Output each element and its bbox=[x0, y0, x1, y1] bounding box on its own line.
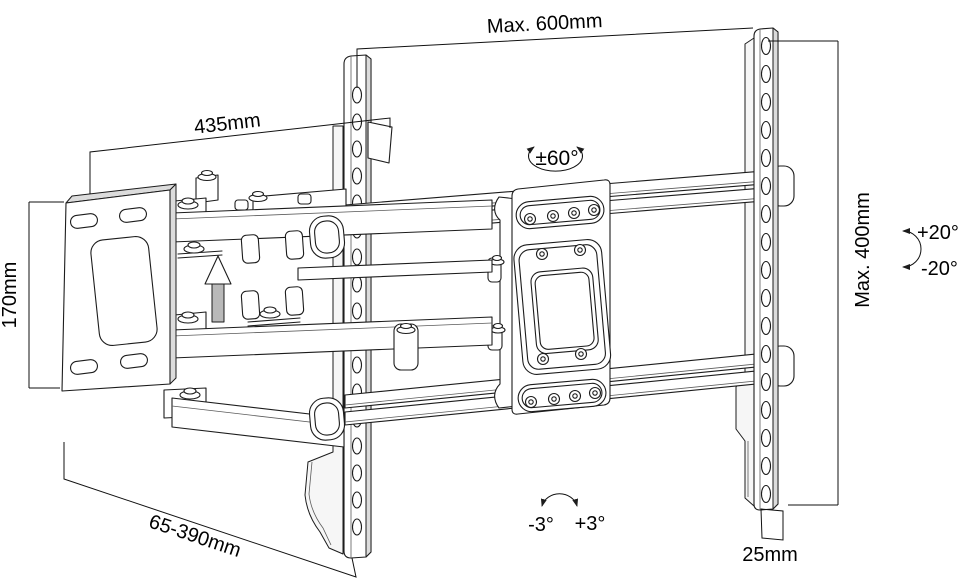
wall-plate-height-label: 170mm bbox=[0, 262, 21, 329]
extension-label: 65-390mm bbox=[146, 511, 244, 562]
rail-top-hook bbox=[367, 121, 393, 164]
dimension-wall-plate-height: 170mm bbox=[0, 201, 64, 389]
rail-depth-label: 25mm bbox=[742, 544, 798, 566]
vesa-top-screws bbox=[523, 203, 601, 226]
up-arrow-icon bbox=[204, 255, 232, 323]
vesa-bottom-slot bbox=[517, 378, 607, 413]
dimension-swivel: ±60° bbox=[526, 146, 585, 172]
dimension-level: -3° +3° bbox=[528, 493, 606, 536]
vesa-bottom-screws bbox=[524, 386, 602, 409]
level-right-label: +3° bbox=[575, 513, 606, 535]
wall-plate-slots bbox=[70, 207, 148, 375]
swivel-label: ±60° bbox=[535, 147, 578, 170]
crossbar-clamp-knobs-left bbox=[308, 215, 346, 441]
right-rail-bracket bbox=[735, 37, 755, 507]
wall-plate-width-label: 435mm bbox=[193, 109, 262, 138]
wall-plate-cutout bbox=[90, 235, 158, 347]
right-rail-holes bbox=[760, 36, 772, 504]
vesa-center-panel bbox=[513, 239, 612, 375]
left-tv-rail bbox=[343, 54, 393, 559]
dimension-max-height: Max. 400mm bbox=[768, 40, 874, 506]
right-tv-rail bbox=[753, 27, 779, 511]
vesa-center-screws bbox=[535, 243, 588, 366]
max-height-label: Max. 400mm bbox=[852, 192, 874, 308]
level-left-label: -3° bbox=[528, 514, 554, 536]
dimension-max-width: Max. 600mm bbox=[356, 10, 754, 88]
max-width-label: Max. 600mm bbox=[486, 10, 603, 38]
tilt-up-label: +20° bbox=[917, 222, 959, 244]
vesa-plate bbox=[511, 179, 612, 415]
wall-plate bbox=[61, 183, 177, 392]
dimension-rail-depth: 25mm bbox=[742, 508, 798, 566]
tilt-down-label: -20° bbox=[921, 258, 958, 280]
dimension-tilt: +20° -20° bbox=[902, 222, 959, 280]
middle-linkage bbox=[240, 230, 493, 327]
left-rail-holes bbox=[351, 86, 363, 536]
